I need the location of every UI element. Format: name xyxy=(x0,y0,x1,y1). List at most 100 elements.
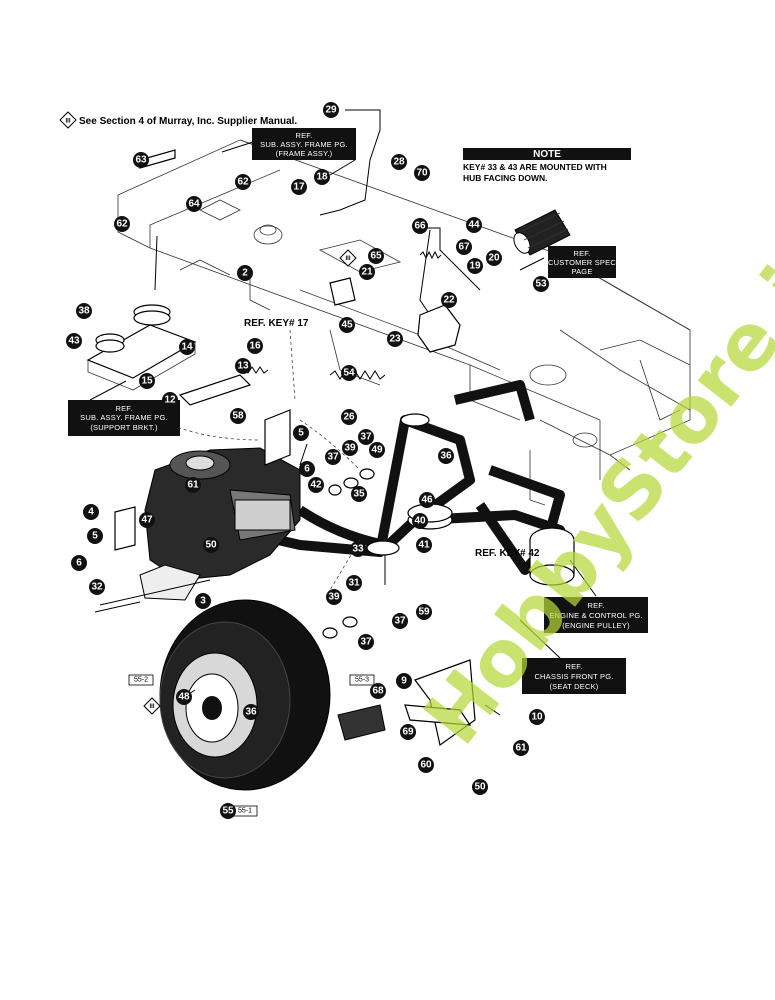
ref-key-17: REF. KEY# 17 xyxy=(244,318,309,329)
svg-text:SUB. ASSY. FRAME PG.: SUB. ASSY. FRAME PG. xyxy=(260,140,348,149)
svg-text:64: 64 xyxy=(188,199,200,210)
callout-28: 28 xyxy=(391,154,407,170)
svg-text:70: 70 xyxy=(416,168,428,179)
svg-text:37: 37 xyxy=(360,432,372,443)
svg-text:15: 15 xyxy=(141,376,153,387)
callout-65: 65 xyxy=(368,248,384,264)
callout-38: 38 xyxy=(76,303,92,319)
note-line-2: HUB FACING DOWN. xyxy=(463,173,548,183)
callout-66: 66 xyxy=(412,218,428,234)
callout-49: 49 xyxy=(369,442,385,458)
callout-37a: 37 xyxy=(325,449,341,465)
handle-grip xyxy=(513,209,571,256)
svg-text:61: 61 xyxy=(187,480,199,491)
svg-text:37: 37 xyxy=(394,616,406,627)
callout-33: 33 xyxy=(350,541,366,557)
svg-text:REF.: REF. xyxy=(115,404,132,413)
svg-text:37: 37 xyxy=(327,452,339,463)
svg-text:3: 3 xyxy=(200,596,206,607)
callout-69: 69 xyxy=(400,724,416,740)
callout-18: 18 xyxy=(314,169,330,185)
note-line-1: KEY# 33 & 43 ARE MOUNTED WITH xyxy=(463,162,607,172)
svg-text:5: 5 xyxy=(92,531,98,542)
callout-9: 9 xyxy=(396,673,412,689)
svg-text:(FRAME ASSY.): (FRAME ASSY.) xyxy=(276,149,333,158)
hardware-stack xyxy=(299,443,386,639)
callout-48: 48 xyxy=(176,689,192,705)
callout-58: 58 xyxy=(230,408,246,424)
svg-text:17: 17 xyxy=(293,182,305,193)
svg-text:58: 58 xyxy=(232,411,244,422)
note-title: NOTE xyxy=(533,149,561,160)
svg-text:III: III xyxy=(345,256,350,262)
brackets-rods xyxy=(114,109,501,747)
svg-text:62: 62 xyxy=(116,219,128,230)
callout-50b: 50 xyxy=(472,779,488,795)
svg-text:18: 18 xyxy=(316,172,328,183)
callout-3: 3 xyxy=(195,593,211,609)
callout-39b: 39 xyxy=(326,589,342,605)
callout-26: 26 xyxy=(341,409,357,425)
svg-text:67: 67 xyxy=(458,242,470,253)
svg-text:48: 48 xyxy=(178,692,190,703)
callout-40: 40 xyxy=(412,513,428,529)
tag-55-3: 55-3 xyxy=(349,674,375,686)
svg-text:54: 54 xyxy=(343,368,355,379)
svg-text:35: 35 xyxy=(353,489,365,500)
callout-23: 23 xyxy=(387,331,403,347)
svg-text:26: 26 xyxy=(343,412,355,423)
callout-45: 45 xyxy=(339,317,355,333)
callout-67: 67 xyxy=(456,239,472,255)
callout-6b: 6 xyxy=(71,555,87,571)
callout-10: 10 xyxy=(529,709,545,725)
callout-4: 4 xyxy=(83,504,99,520)
svg-text:9: 9 xyxy=(401,676,407,687)
svg-text:(ENGINE PULLEY): (ENGINE PULLEY) xyxy=(562,621,630,630)
section-symbol: III xyxy=(59,111,77,129)
svg-text:REF.: REF. xyxy=(573,249,590,258)
svg-text:23: 23 xyxy=(389,334,401,345)
svg-text:38: 38 xyxy=(78,306,90,317)
callout-41: 41 xyxy=(416,537,432,553)
ref-customer-spec: REF. CUSTOMER SPEC PAGE xyxy=(548,246,616,278)
callout-6a: 6 xyxy=(299,461,315,477)
pulleys xyxy=(95,304,575,586)
svg-text:16: 16 xyxy=(249,341,261,352)
callout-62b: 62 xyxy=(114,216,130,232)
callout-50a: 50 xyxy=(203,537,219,553)
svg-text:10: 10 xyxy=(531,712,543,723)
callout-2: 2 xyxy=(237,265,253,281)
callout-32: 32 xyxy=(89,579,105,595)
svg-text:ENGINE & CONTROL PG.: ENGINE & CONTROL PG. xyxy=(549,611,642,620)
callout-37b: 37 xyxy=(358,429,374,445)
callout-59: 59 xyxy=(416,604,432,620)
svg-text:69: 69 xyxy=(402,727,414,738)
tag-55-1: 55-1 xyxy=(232,805,258,817)
svg-text:III: III xyxy=(65,119,70,125)
callout-22: 22 xyxy=(441,292,457,308)
callout-15: 15 xyxy=(139,373,155,389)
svg-text:50: 50 xyxy=(474,782,486,793)
svg-text:45: 45 xyxy=(341,320,353,331)
callout-63: 63 xyxy=(133,152,149,168)
svg-text:22: 22 xyxy=(443,295,455,306)
svg-text:43: 43 xyxy=(68,336,80,347)
svg-text:32: 32 xyxy=(91,582,103,593)
svg-text:13: 13 xyxy=(237,361,249,372)
support-bracket xyxy=(86,324,197,391)
svg-text:28: 28 xyxy=(393,157,405,168)
svg-text:(SEAT DECK): (SEAT DECK) xyxy=(549,682,598,691)
callout-70: 70 xyxy=(414,165,430,181)
svg-text:4: 4 xyxy=(88,507,94,518)
svg-text:47: 47 xyxy=(141,515,153,526)
svg-text:(SUPPORT BRKT.): (SUPPORT BRKT.) xyxy=(90,423,158,432)
svg-text:49: 49 xyxy=(371,445,383,456)
callout-43: 43 xyxy=(66,333,82,349)
callout-37c: 37 xyxy=(392,613,408,629)
svg-text:62: 62 xyxy=(237,177,249,188)
transaxle xyxy=(94,447,301,613)
svg-text:50: 50 xyxy=(205,540,217,551)
callout-14: 14 xyxy=(179,339,195,355)
svg-text:40: 40 xyxy=(414,516,426,527)
svg-text:31: 31 xyxy=(348,578,360,589)
